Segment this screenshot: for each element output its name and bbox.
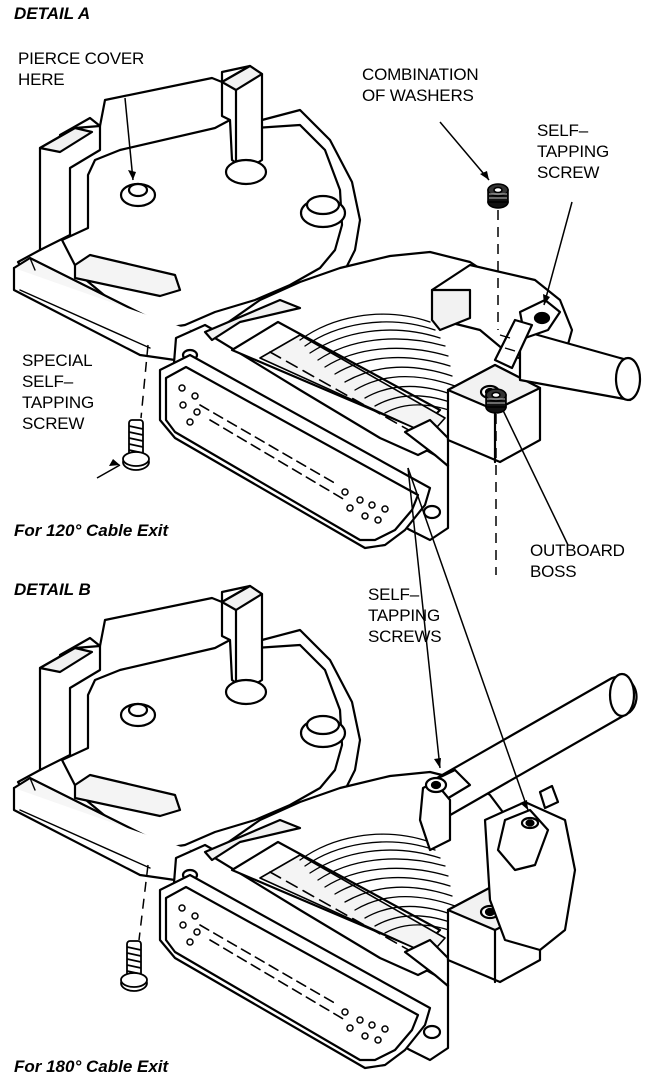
detail-a-illustration <box>12 64 642 550</box>
washers-label: COMBINATION OF WASHERS <box>362 65 479 105</box>
detail-a-caption: For 120° Cable Exit <box>14 521 169 540</box>
outboard-boss-label: OUTBOARD BOSS <box>530 541 625 581</box>
self-tapping-screw-label: SELF– TAPPING SCREW <box>537 121 609 182</box>
detail-b-header: DETAIL B <box>14 580 91 599</box>
detail-b-illustration <box>12 388 638 1070</box>
pierce-cover-label: PIERCE COVER HERE <box>18 49 145 89</box>
special-screw-label: SPECIAL SELF– TAPPING SCREW <box>22 351 94 433</box>
detail-a-header: DETAIL A <box>14 4 91 23</box>
self-tapping-screws-label: SELF– TAPPING SCREWS <box>368 585 442 646</box>
detail-b-caption: For 180° Cable Exit <box>14 1057 169 1076</box>
